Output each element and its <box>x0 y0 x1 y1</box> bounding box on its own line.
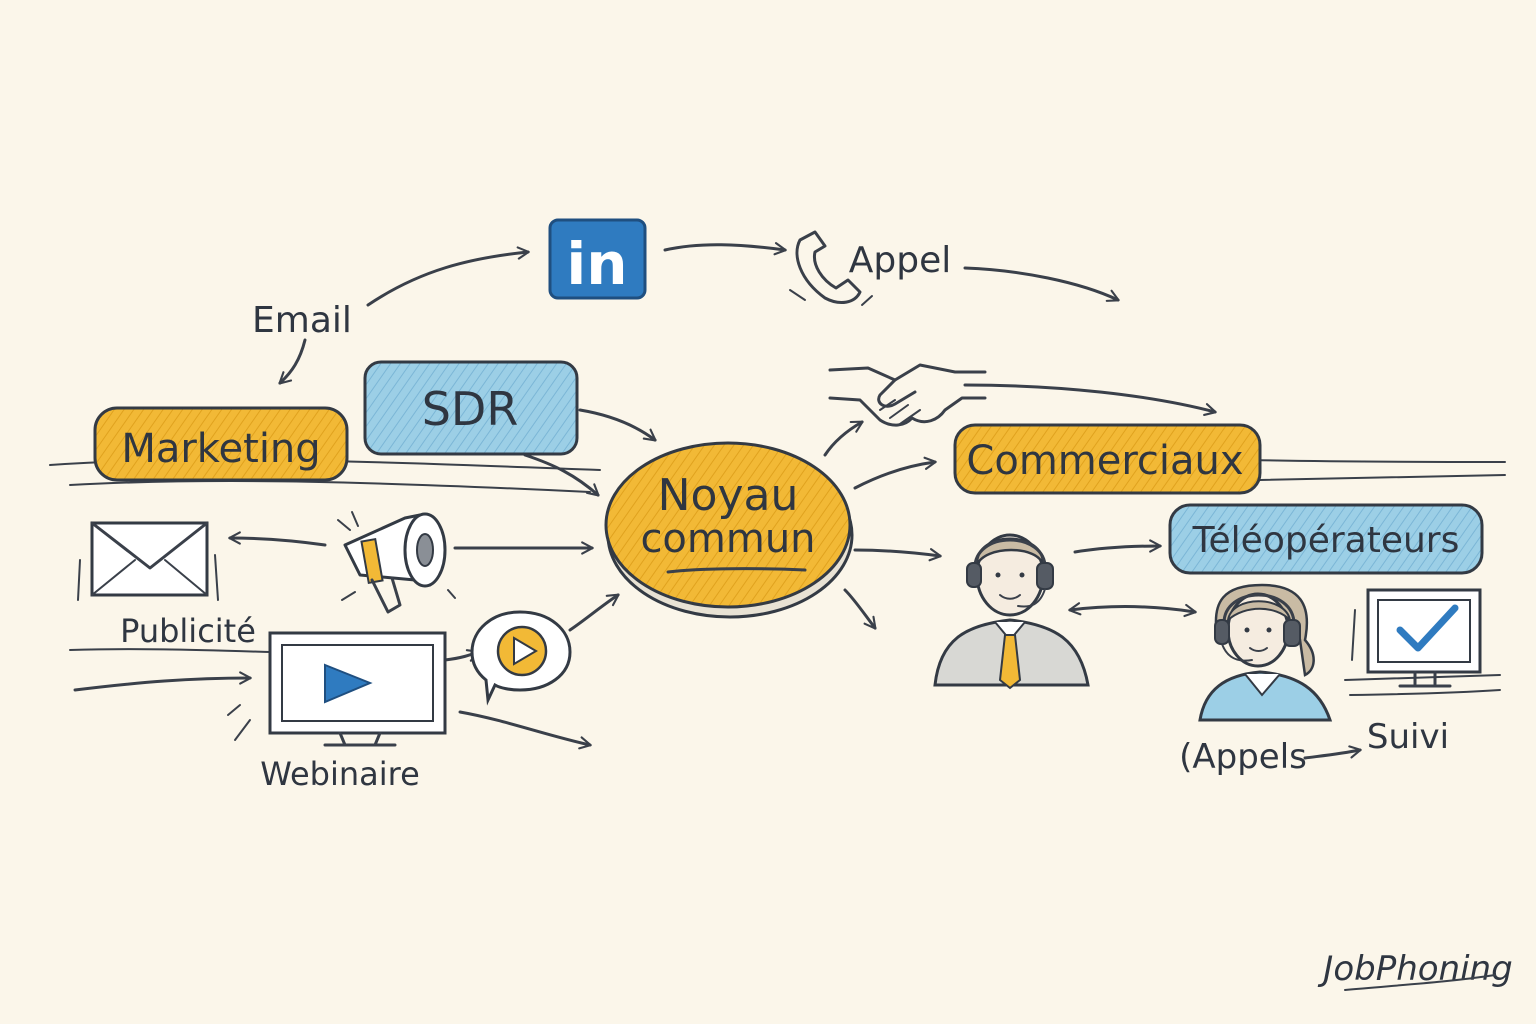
monitor-play-icon <box>227 631 447 747</box>
arrow-email-down <box>278 338 307 385</box>
sdr-node: SDR <box>363 360 579 456</box>
monitor-check-icon <box>1351 588 1482 688</box>
noyau-line2: commun <box>640 516 815 562</box>
play-bubble-icon <box>470 610 572 706</box>
appels-label: (Appels <box>1179 737 1307 777</box>
arrows <box>73 242 1362 760</box>
megaphone-icon <box>337 511 456 614</box>
commerciaux-node: Commerciaux <box>953 423 1262 495</box>
arrow-handshake-right <box>963 383 1217 416</box>
appel-label: Appel <box>849 240 951 281</box>
noyau-commun-node: Noyau commun <box>604 441 854 619</box>
linkedin-glyph: in <box>566 230 627 298</box>
webinaire-label: Webinaire <box>260 755 420 793</box>
arrow-sdr-to-noyau <box>578 408 657 442</box>
arrow-noyau-to-handshake <box>823 420 864 457</box>
arrow-linkedin-to-appel <box>663 242 787 256</box>
teleoperateurs-label: Téléopérateurs <box>1192 520 1460 561</box>
email-label: Email <box>252 300 352 341</box>
arrow-appel-right <box>963 266 1120 302</box>
arrow-play-to-noyau <box>568 593 620 632</box>
sales-agent-icon <box>933 533 1090 690</box>
arrow-publicite-to-webinaire <box>73 671 252 692</box>
linkedin-icon: in <box>548 218 647 300</box>
brand-logo: JobPhoning <box>1317 949 1512 989</box>
teleoperateurs-node: Téléopérateurs <box>1168 503 1484 575</box>
phone-icon <box>789 230 873 306</box>
noyau-line1: Noyau <box>658 470 799 521</box>
arrow-agent-teleoperator <box>1068 602 1197 618</box>
arrow-email-to-linkedin <box>366 246 530 307</box>
arrow-megaphone-to-envelope <box>228 531 327 547</box>
handshake-icon <box>828 363 987 427</box>
arrow-noyau-to-commerciaux <box>853 456 937 490</box>
brand-underline <box>1344 974 1496 991</box>
envelope-icon <box>77 521 219 601</box>
arrow-noyau-to-agent <box>853 548 942 562</box>
teleoperator-icon <box>1198 583 1333 722</box>
arrow-agent-to-teleop <box>1073 539 1162 554</box>
commerciaux-label: Commerciaux <box>966 438 1243 484</box>
sdr-label: SDR <box>422 382 519 436</box>
marketing-node: Marketing <box>93 406 349 482</box>
arrow-noyau-down-right <box>843 588 877 630</box>
suivi-label: Suivi <box>1367 717 1449 757</box>
marketing-label: Marketing <box>121 426 320 472</box>
publicite-label: Publicité <box>120 612 256 650</box>
arrow-marketing-to-noyau <box>523 453 600 497</box>
arrow-webinaire-right <box>458 710 592 750</box>
arrow-appels-to-suivi <box>1303 745 1362 760</box>
